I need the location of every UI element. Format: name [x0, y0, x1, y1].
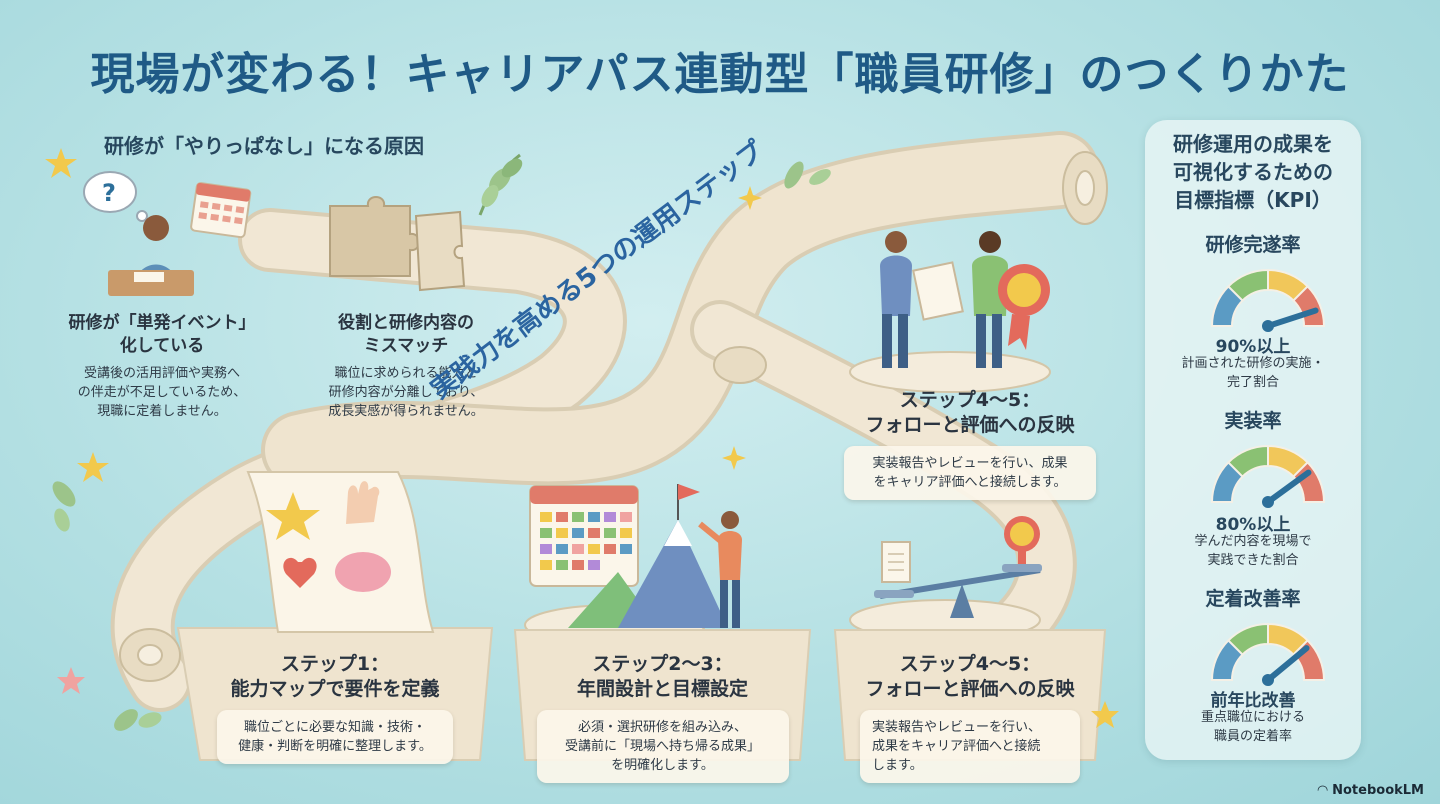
kpi-value: 80%以上 [1215, 515, 1291, 535]
step-desc-line: を明確化します。 [611, 758, 714, 773]
kpi-desc-line: 計画された研修の実施・ [1181, 356, 1325, 371]
star-icon [57, 667, 85, 694]
kpi-value: 90%以上 [1215, 337, 1291, 357]
cause-desc-line: 成長実感が得られません。 [328, 404, 484, 419]
kpi-desc-line: 重点職位における [1200, 710, 1305, 725]
step-title-line: 年間設計と目標設定 [576, 678, 748, 700]
people-award-illustration [880, 231, 1050, 368]
gauge-hub [1262, 674, 1274, 686]
step-title-line: ステップ1： [280, 653, 390, 675]
gauge-icon [1210, 444, 1326, 508]
cause-title-line: 役割と研修内容の [338, 313, 474, 333]
kpi-name: 研修完遂率 [1205, 234, 1301, 256]
step-title-line: ステップ2〜3： [592, 653, 733, 675]
kpi-desc-line: 完了割合 [1226, 375, 1279, 390]
cause-desc-line: 現職に定着しません。 [97, 404, 227, 419]
goal-mountain-illustration [529, 484, 742, 628]
step-desc-line: します。 [872, 758, 923, 773]
step-desc-line: 必須・選択研修を組み込み、 [577, 720, 747, 735]
cause-item-mismatch: 役割と研修内容の ミスマッチ 職位に求められる能力と 研修内容が分離しており、 … [296, 312, 516, 421]
step-title-line: 能力マップで要件を定義 [230, 678, 440, 700]
step-4-5-lower: ステップ4〜5： フォローと評価への反映 実装報告やレビューを行い、 成果をキャ… [838, 652, 1102, 783]
leaf-icon [52, 481, 76, 532]
gauge-needle [1265, 307, 1319, 329]
kpi-desc-line: 学んだ内容を現場で [1194, 534, 1312, 549]
calendar-icon [190, 182, 252, 238]
step-title-line: フォローと評価への反映 [865, 414, 1075, 436]
cause-desc-line: 職位に求められる能力と [334, 366, 478, 381]
causes-heading: 研修が「やりっぱなし」になる原因 [104, 134, 424, 158]
kpi-value: 前年比改善 [1210, 691, 1296, 711]
kpi-title-line: 可視化するための [1173, 160, 1333, 184]
kpi-name: 定着改善率 [1205, 588, 1301, 610]
kpi-desc: 計画された研修の実施・ 完了割合 [1145, 354, 1361, 392]
step-desc-line: 成果をキャリア評価へと接続 [872, 739, 1041, 754]
cause-title-line: 研修が「単発イベント」 [68, 313, 256, 333]
step-title-line: ステップ4〜5： [899, 653, 1041, 675]
kpi-desc-line: 実践できた割合 [1207, 553, 1299, 568]
step-desc-line: 職位ごとに必要な知識・技術・ [243, 720, 426, 735]
gauge-icon [1210, 268, 1326, 332]
kpi-name: 実装率 [1224, 410, 1282, 432]
kpi-title: 研修運用の成果を 可視化するための 目標指標（KPI） [1145, 130, 1361, 214]
leaf-icon [114, 709, 162, 731]
page-title: 現場が変わる！キャリアパス連動型「職員研修」のつくりかた [90, 49, 1350, 100]
step-2-3: ステップ2〜3： 年間設計と目標設定 必須・選択研修を組み込み、 受講前に「現場… [520, 652, 805, 783]
step-title-line: ステップ4〜5： [899, 389, 1041, 411]
balance-scale-illustration [874, 516, 1042, 618]
kpi-panel: 研修運用の成果を 可視化するための 目標指標（KPI） 研修完遂率 90%以上 … [1145, 120, 1361, 760]
gauge-hub [1262, 320, 1274, 332]
kpi-desc-line: 職員の定着率 [1213, 729, 1292, 744]
step-desc-line: 受講前に「現場へ持ち帰る成果」 [564, 739, 760, 754]
gauge-needle [1265, 645, 1310, 683]
cause-desc-line: 研修内容が分離しており、 [328, 385, 484, 400]
step-1: ステップ1： 能力マップで要件を定義 職位ごとに必要な知識・技術・ 健康・判断を… [190, 652, 480, 764]
kpi-title-line: 目標指標（KPI） [1174, 188, 1332, 212]
kpi-desc: 重点職位における 職員の定着率 [1145, 708, 1361, 746]
gauge-needle [1265, 469, 1312, 505]
brand-mark: ◠ NotebookLM [1318, 783, 1424, 798]
sparkle-icon [738, 186, 762, 210]
kpi-desc: 学んだ内容を現場で 実践できた割合 [1145, 532, 1361, 570]
step-desc-line: 実装報告やレビューを行い、 [872, 720, 1042, 735]
star-icon [45, 148, 77, 178]
svg-text:?: ? [102, 179, 116, 207]
ability-scroll-illustration [246, 471, 435, 633]
worried-person-illustration: ? [83, 171, 194, 296]
step-desc-line: 健康・判断を明確に整理します。 [238, 739, 432, 754]
scroll-curl-icon [119, 151, 1108, 682]
cause-desc-line: 受講後の活用評価や実務へ [83, 366, 240, 381]
step-title-line: フォローと評価への反映 [865, 678, 1075, 700]
gauge-segment [1292, 284, 1326, 327]
step-4-5-upper: ステップ4〜5： フォローと評価への反映 実装報告やレビューを行い、成果 をキャ… [838, 388, 1102, 500]
kpi-title-line: 研修運用の成果を [1173, 132, 1333, 156]
star-icon [1091, 701, 1119, 728]
puzzle-icon [329, 196, 466, 292]
cause-desc-line: の伴走が不足しているため、 [77, 385, 247, 400]
cause-title-line: 化している [119, 336, 205, 356]
step-desc-line: をキャリア評価へと接続します。 [873, 475, 1067, 490]
gauge-hub [1262, 496, 1274, 508]
brand-name: NotebookLM [1332, 783, 1424, 798]
notebooklm-logo-icon: ◠ [1317, 783, 1333, 798]
cause-item-single-event: 研修が「単発イベント」 化している 受講後の活用評価や実務へ の伴走が不足してい… [52, 312, 272, 421]
cause-title-line: ミスマッチ [363, 336, 449, 356]
sparkle-icon [722, 446, 746, 470]
step-desc-line: 実装報告やレビューを行い、成果 [872, 456, 1068, 471]
gauge-icon [1210, 622, 1326, 686]
leaf-icon [784, 161, 831, 189]
leaf-icon [478, 153, 523, 216]
star-icon [77, 452, 109, 482]
